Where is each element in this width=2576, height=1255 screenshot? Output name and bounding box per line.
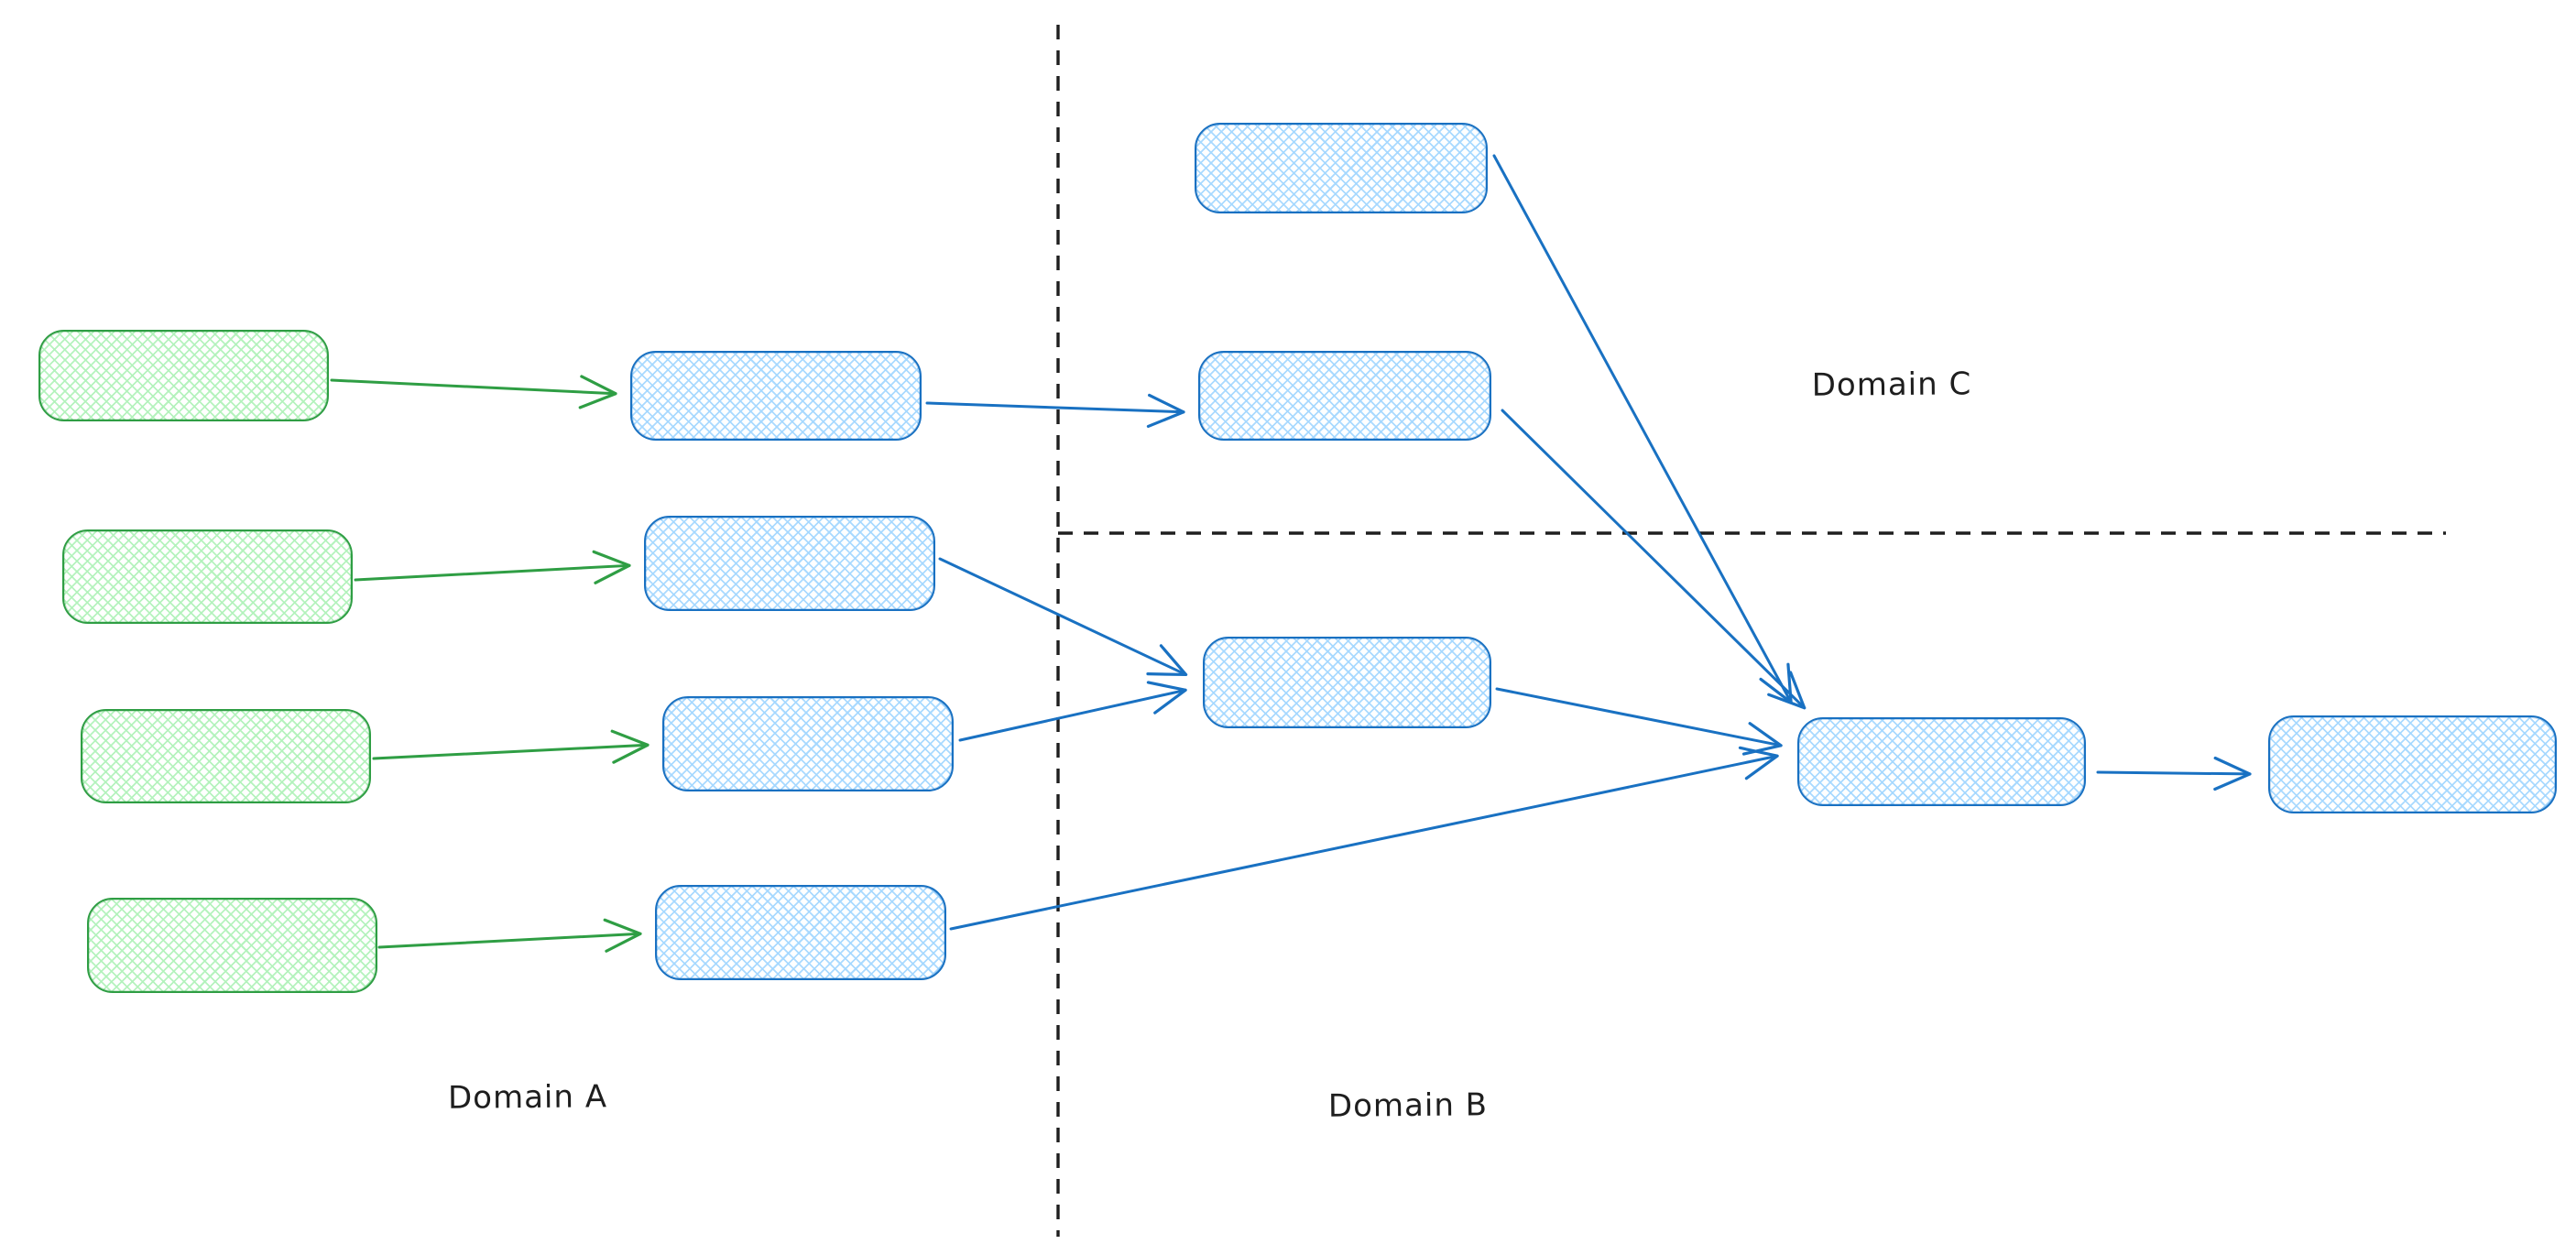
label-domain-c: Domain C [1811, 366, 1972, 404]
node-b-mid [1203, 637, 1491, 728]
arrow-a-mid-4-to-b-hub [949, 746, 1779, 931]
node-a-src-3 [81, 709, 371, 803]
arrow-a-mid-3-to-b-mid [958, 681, 1187, 742]
arrow-a-mid-2-to-b-mid [938, 557, 1188, 677]
node-c-upper-1 [1195, 123, 1488, 213]
node-a-mid-1 [630, 351, 922, 441]
label-domain-a: Domain A [447, 1078, 608, 1117]
arrow-c-upper-2-to-b-hub [1501, 409, 1806, 710]
node-a-src-4 [87, 898, 377, 993]
arrow-a-src-4-to-a-mid-4 [377, 918, 642, 953]
node-a-mid-4 [655, 885, 946, 980]
arrow-c-upper-1-to-b-hub [1492, 154, 1793, 704]
arrow-a-mid-1-to-c-upper-2 [925, 393, 1185, 429]
arrow-b-hub-to-b-out [2096, 756, 2252, 791]
node-b-out [2268, 715, 2557, 813]
node-b-hub [1797, 717, 2086, 806]
label-domain-b: Domain B [1327, 1086, 1489, 1125]
node-a-mid-3 [662, 696, 954, 791]
node-a-src-2 [62, 529, 353, 624]
node-c-upper-2 [1198, 351, 1491, 441]
node-a-src-1 [38, 330, 329, 421]
node-a-mid-2 [644, 516, 935, 611]
arrow-a-src-1-to-a-mid-1 [330, 375, 617, 409]
arrow-a-src-2-to-a-mid-2 [354, 550, 631, 584]
arrow-b-mid-to-b-hub [1495, 687, 1783, 756]
arrow-a-src-3-to-a-mid-3 [372, 729, 649, 764]
